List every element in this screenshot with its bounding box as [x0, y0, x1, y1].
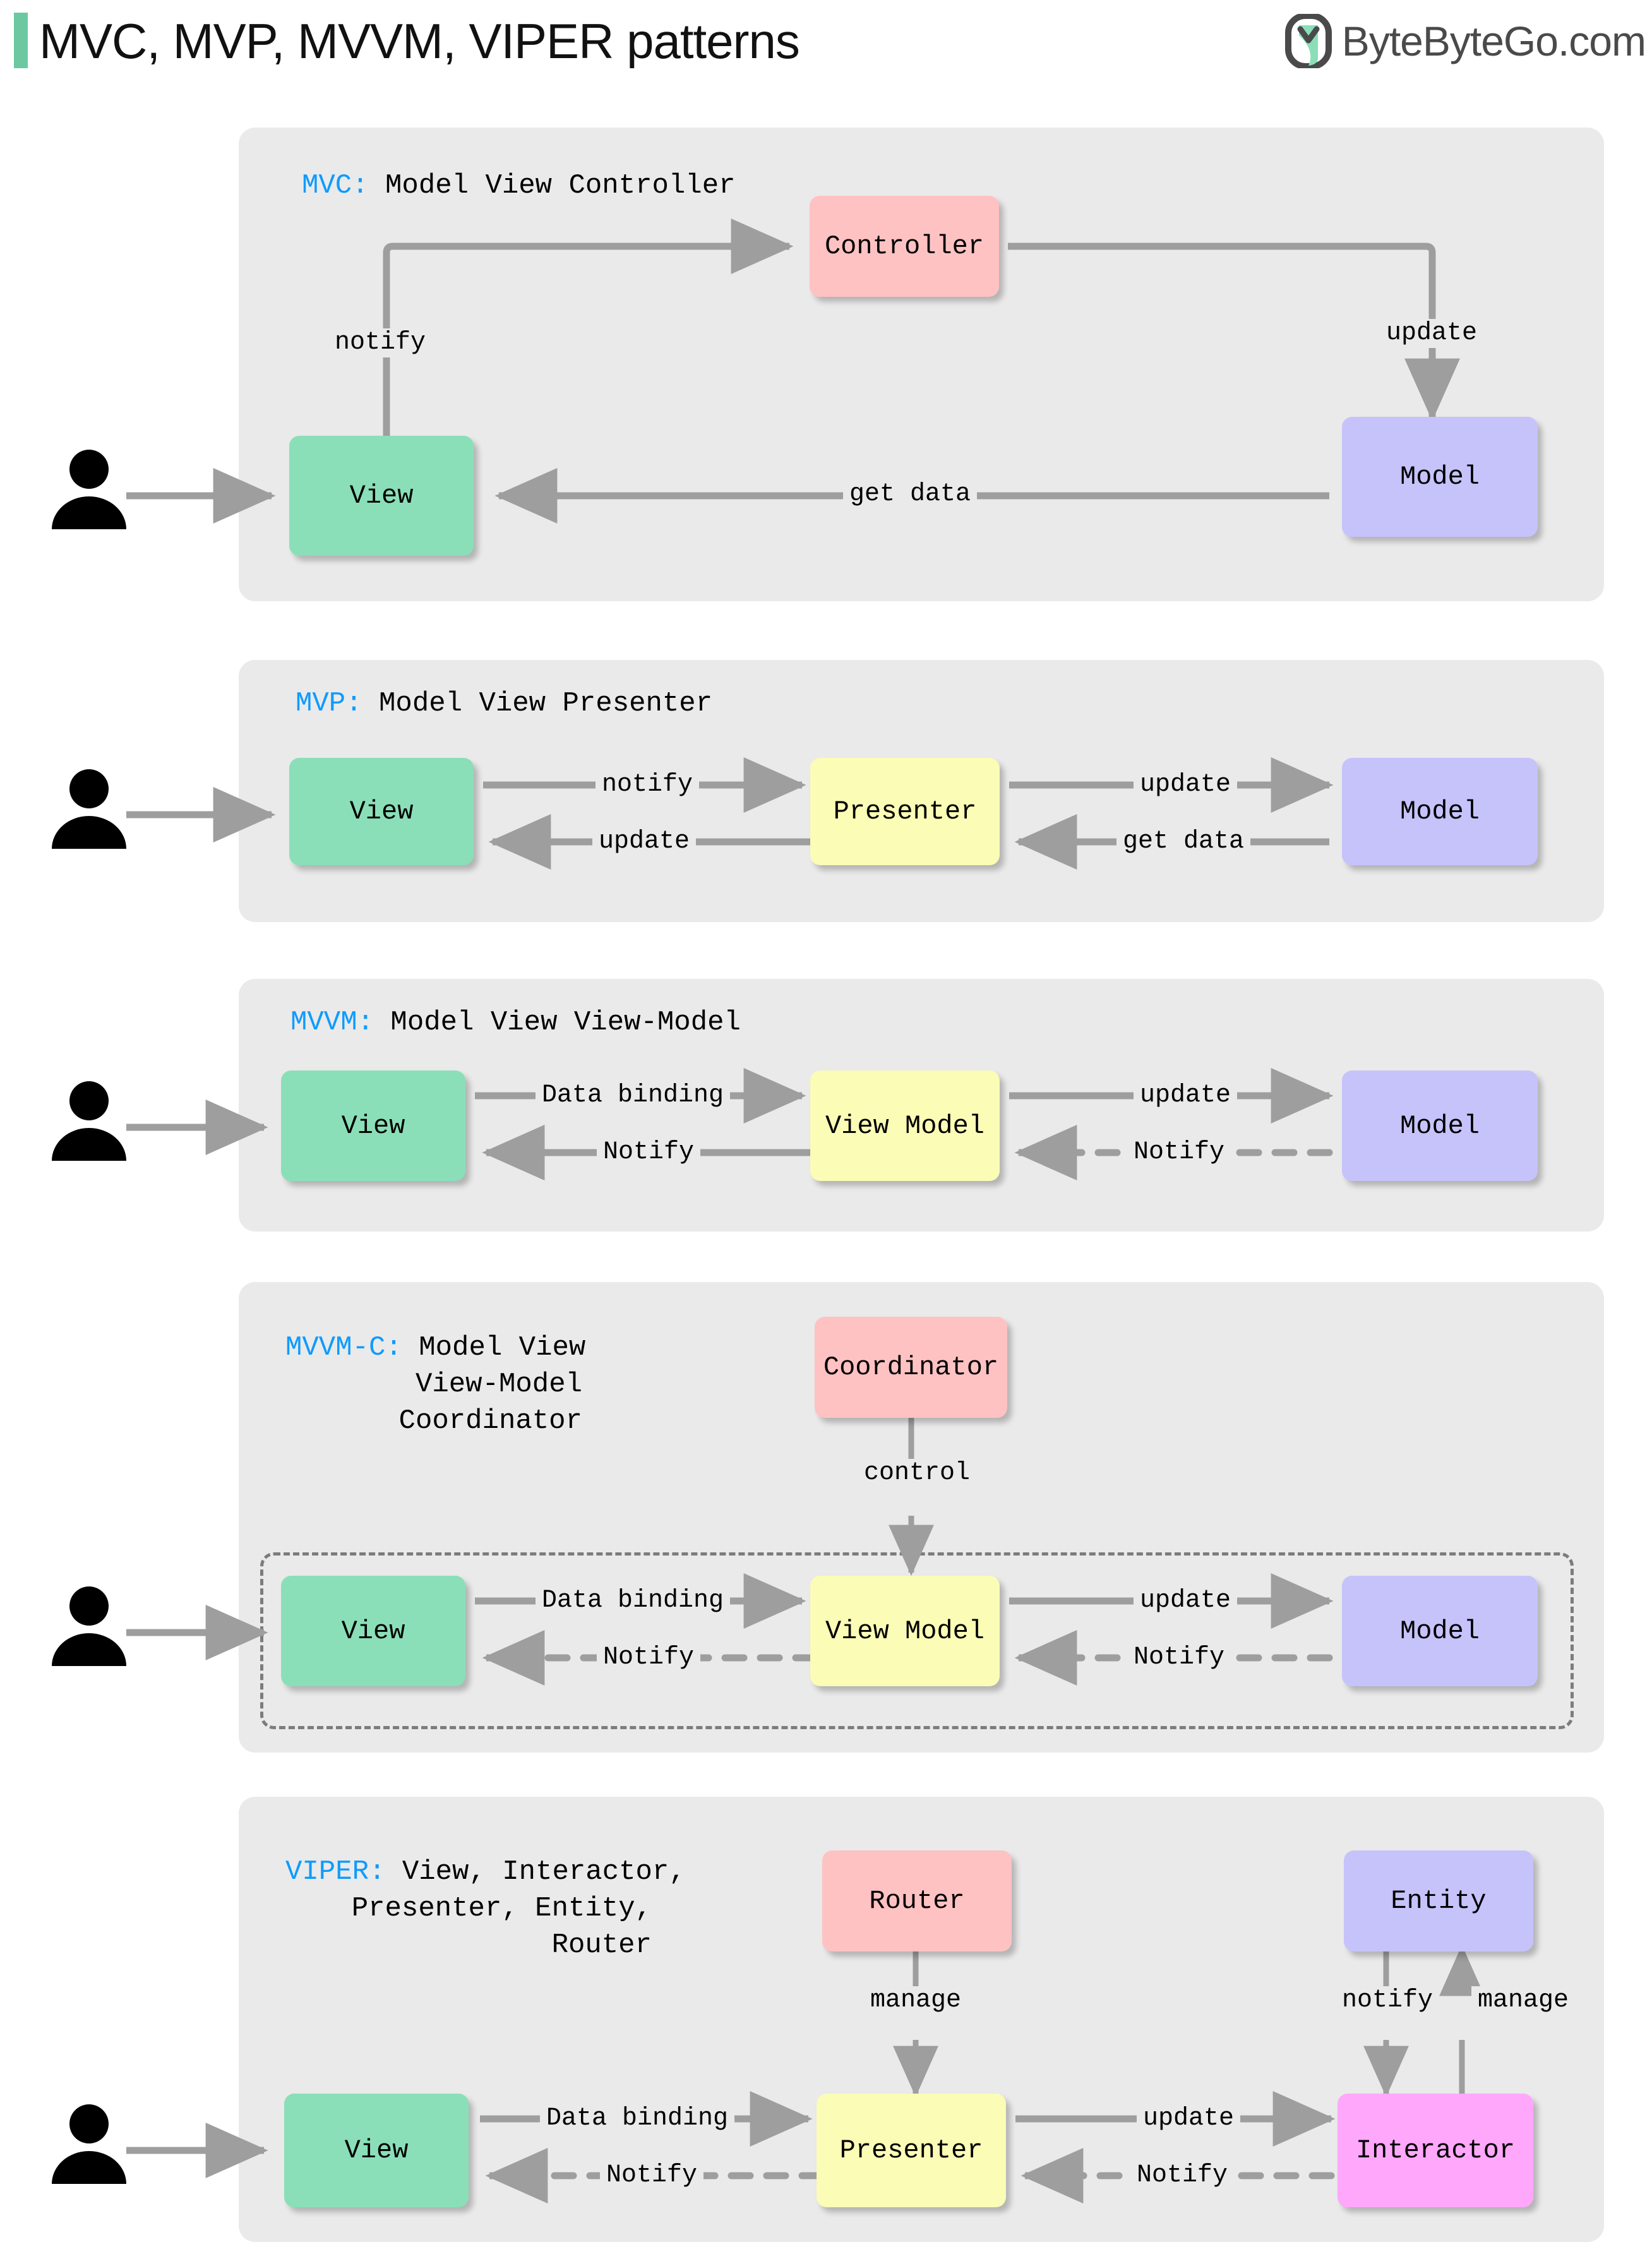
- user-body: [52, 496, 126, 529]
- edge-label-data-binding: Data binding: [536, 1081, 731, 1110]
- node-router[interactable]: Router: [822, 1850, 1012, 1951]
- node-view[interactable]: View: [284, 2094, 469, 2207]
- user-body: [52, 1128, 126, 1161]
- edge-label-get-data: get data: [1116, 827, 1251, 856]
- node-entity[interactable]: Entity: [1344, 1850, 1533, 1951]
- edge-label-manage: manage: [1471, 1986, 1576, 2015]
- panel-title-key-mvc: MVC:: [302, 170, 369, 201]
- panel-title-line3-viper: Router: [551, 1929, 652, 1961]
- user-icon: [52, 2104, 126, 2184]
- node-view-model[interactable]: View Model: [810, 1070, 1000, 1181]
- panel-title-key-mvvm-c: MVVM-C:: [285, 1332, 402, 1364]
- title-accent-bar: [14, 13, 28, 68]
- panel-title-key-mvp: MVP:: [296, 688, 362, 719]
- node-presenter[interactable]: Presenter: [817, 2094, 1006, 2207]
- node-model[interactable]: Model: [1342, 758, 1538, 865]
- panel-title-line1-mvvm-c: Model View: [402, 1332, 586, 1364]
- user-icon: [52, 769, 126, 849]
- panel-title-line2-mvvm-c: View-Model: [415, 1369, 582, 1400]
- user-head: [69, 769, 109, 808]
- panel-title-line1-viper: View, Interactor,: [385, 1856, 686, 1888]
- panel-title-line2-viper: Presenter, Entity,: [351, 1893, 652, 1924]
- panel-title-key-viper: VIPER:: [285, 1856, 386, 1888]
- node-view[interactable]: View: [289, 436, 474, 556]
- edge-label-update: update: [1134, 1081, 1238, 1110]
- user-icon: [52, 1586, 126, 1666]
- user-icon: [52, 450, 126, 529]
- node-view[interactable]: View: [281, 1070, 465, 1181]
- page-header: MVC, MVP, MVVM, VIPER patterns ByteByteG…: [0, 0, 1652, 95]
- user-icon: [52, 1081, 126, 1161]
- edge-label-notify: Notify: [597, 1643, 701, 1672]
- edge-label-notify: Notify: [597, 1138, 701, 1167]
- edge-label-update: update: [1134, 1586, 1238, 1616]
- edge-label-data-binding: Data binding: [536, 1586, 731, 1616]
- node-model[interactable]: Model: [1342, 1576, 1538, 1686]
- node-coordinator[interactable]: Coordinator: [815, 1317, 1007, 1418]
- edge-label-notify: Notify: [1130, 2161, 1235, 2190]
- bytebytego-logo-icon: [1284, 13, 1332, 69]
- edge-label-update: update: [592, 827, 697, 856]
- panel-title-mvp: MVP: Model View Presenter: [296, 685, 712, 722]
- user-body: [52, 1633, 126, 1666]
- edge-label-data-binding: Data binding: [540, 2104, 735, 2133]
- panel-title-rest-mvc: Model View Controller: [368, 170, 736, 201]
- edge-label-notify: Notify: [1127, 1138, 1231, 1167]
- user-head: [69, 450, 109, 489]
- node-interactor[interactable]: Interactor: [1338, 2094, 1533, 2207]
- panel-title-rest-mvp: Model View Presenter: [362, 688, 713, 719]
- node-controller[interactable]: Controller: [810, 196, 999, 297]
- page-title: MVC, MVP, MVVM, VIPER patterns: [39, 13, 800, 69]
- node-view-model[interactable]: View Model: [810, 1576, 1000, 1686]
- node-model[interactable]: Model: [1342, 1070, 1538, 1181]
- edge-label-notify: notify: [1336, 1986, 1440, 2015]
- panel-title-mvc: MVC: Model View Controller: [302, 167, 736, 204]
- brand-logo: ByteByteGo.com: [1284, 13, 1646, 69]
- edge-label-get-data: get data: [843, 480, 978, 509]
- node-presenter[interactable]: Presenter: [810, 758, 1000, 865]
- edge-label-notify: notify: [596, 770, 700, 800]
- node-view[interactable]: View: [289, 758, 474, 865]
- panel-title-rest-mvvm: Model View View-Model: [374, 1007, 741, 1038]
- edge-label-update: update: [1134, 770, 1238, 800]
- panel-title-key-mvvm: MVVM:: [290, 1007, 374, 1038]
- edge-label-manage: manage: [864, 1986, 968, 2015]
- edge-label-notify: Notify: [1127, 1643, 1231, 1672]
- node-view[interactable]: View: [281, 1576, 465, 1686]
- edge-label-control: control: [858, 1459, 977, 1488]
- panel-title-viper: VIPER: View, Interactor, Presenter, Entit…: [285, 1854, 686, 1963]
- user-head: [69, 1081, 109, 1120]
- edge-label-notify: Notify: [600, 2161, 704, 2190]
- edge-label-notify: notify: [328, 328, 433, 357]
- user-body: [52, 816, 126, 849]
- user-body: [52, 2151, 126, 2184]
- node-model[interactable]: Model: [1342, 417, 1538, 537]
- edge-label-update: update: [1137, 2104, 1241, 2133]
- panel-title-mvvm: MVVM: Model View View-Model: [290, 1004, 741, 1041]
- user-head: [69, 1586, 109, 1626]
- brand-logo-text: ByteByteGo.com: [1341, 18, 1646, 64]
- panel-title-line3-mvvm-c: Coordinator: [398, 1405, 582, 1437]
- user-head: [69, 2104, 109, 2143]
- edge-label-update: update: [1380, 319, 1484, 348]
